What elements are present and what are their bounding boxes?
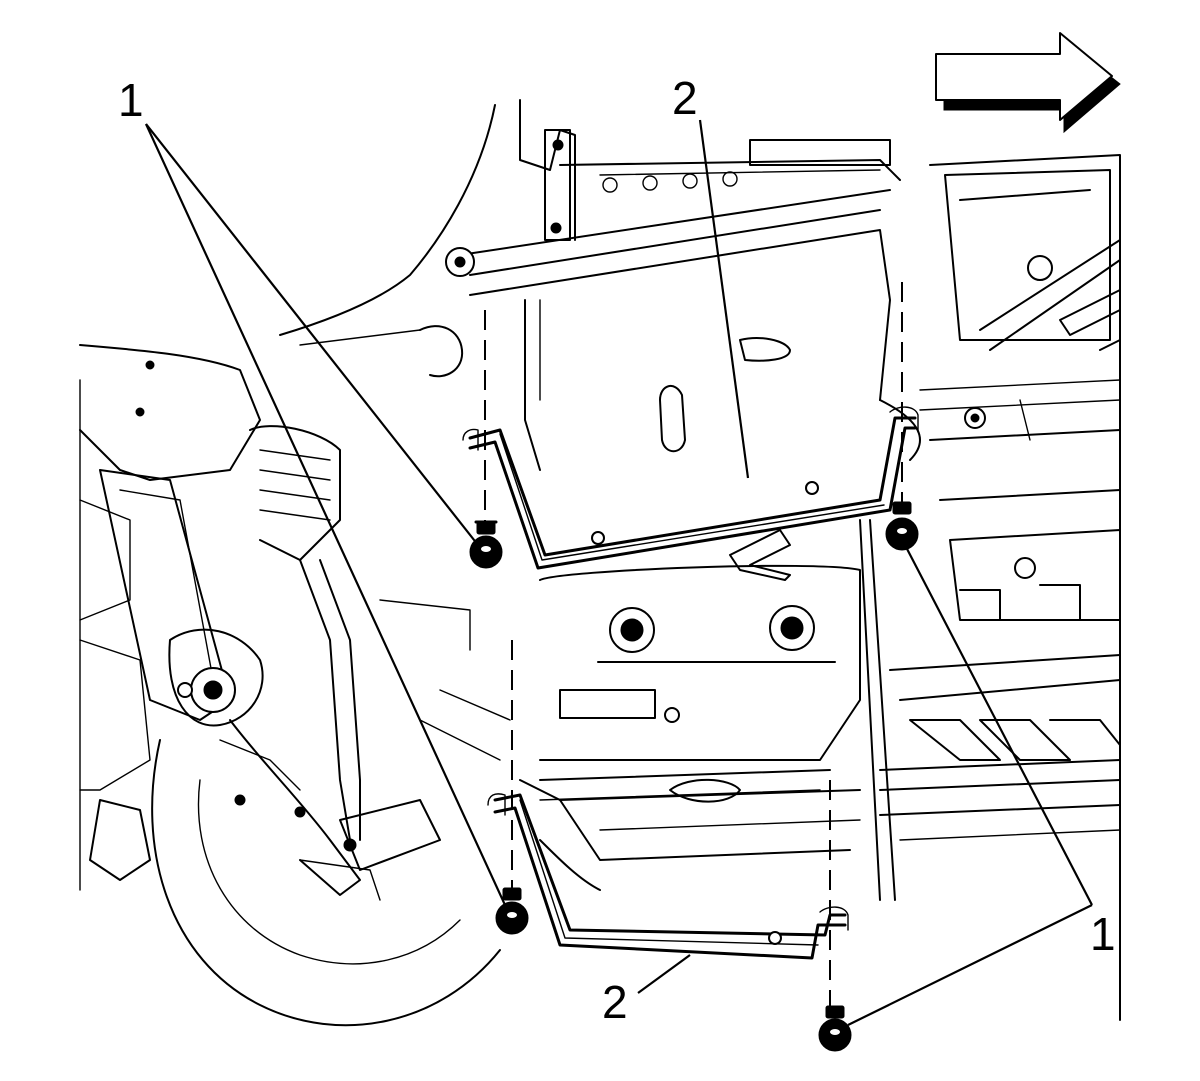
forward-direction-arrow-icon	[935, 32, 1121, 134]
lower-floor-rails	[379, 599, 861, 891]
callout-brace-upper: 2	[672, 72, 698, 124]
upper-body-panel	[279, 99, 901, 378]
callout-fastener-left: 1	[118, 74, 144, 126]
right-body-structure	[859, 154, 1121, 1021]
fastener-upper-left	[469, 520, 503, 569]
fastener-lower-left	[495, 887, 529, 935]
lower-brace	[487, 793, 849, 960]
fastener-lower-right	[818, 1005, 852, 1052]
upper-brace	[462, 406, 919, 570]
wheel-outline	[151, 739, 501, 1027]
fastener-upper-right	[885, 501, 919, 551]
left-suspension-assembly	[79, 344, 441, 901]
fastener-centerlines	[484, 282, 903, 1010]
callout-brace-lower: 2	[602, 976, 628, 1028]
callout-fastener-right: 1	[1090, 908, 1116, 960]
leader-lines	[145, 119, 1093, 1026]
